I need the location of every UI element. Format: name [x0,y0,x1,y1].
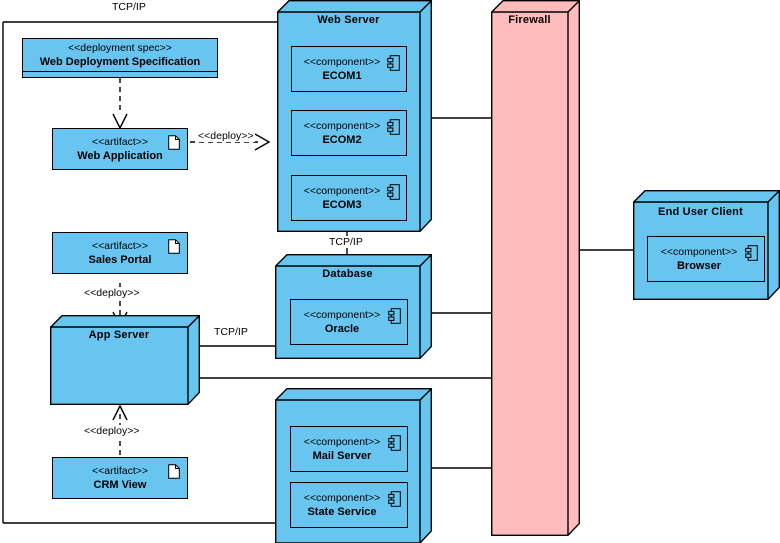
mail-server-name: Mail Server [312,449,372,462]
component-icon [388,435,401,451]
mail-server-stereotype: <<component>> [303,435,381,448]
ecom2-name: ECOM2 [322,133,362,146]
component-browser[interactable]: <<component>> Browser [647,236,765,282]
state-service-name: State Service [307,505,377,518]
oracle-stereotype: <<component>> [303,308,381,321]
sales-portal-stereotype: <<artifact>> [91,239,149,252]
edge-label-deploy-crmview: <<deploy>> [82,425,142,437]
component-icon [388,491,401,507]
crm-view-stereotype: <<artifact>> [91,464,149,477]
browser-stereotype: <<component>> [660,245,738,258]
deployment-spec-divider [23,71,217,72]
component-mail-server[interactable]: <<component>> Mail Server [290,426,408,472]
node-web-server[interactable]: Web Server <<component>> ECOM1 <<compone… [277,0,432,232]
node-app-server[interactable]: App Server [50,315,200,405]
ecom1-name: ECOM1 [322,69,362,82]
edge-label-tcpip-webserver-database: TCP/IP [327,236,365,248]
ecom3-name: ECOM3 [322,198,362,211]
ecom1-stereotype: <<component>> [303,55,381,68]
browser-name: Browser [676,259,722,272]
component-oracle[interactable]: <<component>> Oracle [290,299,408,345]
arrowhead-crmview-to-appserver [112,404,128,421]
component-icon [387,184,400,200]
document-icon [168,464,180,479]
edge-label-tcpip-appserver-database: TCP/IP [212,326,250,338]
document-icon [168,239,180,254]
component-ecom1[interactable]: <<component>> ECOM1 [291,46,407,92]
deployment-spec-name: Web Deployment Specification [39,56,201,68]
artifact-web-deployment-specification[interactable]: <<deployment spec>> Web Deployment Speci… [22,38,218,78]
component-icon [387,119,400,135]
web-application-stereotype: <<artifact>> [91,135,149,148]
web-application-name: Web Application [77,149,163,162]
node-database-title: Database [322,268,373,280]
artifact-web-application[interactable]: <<artifact>> Web Application [52,128,188,170]
node-services[interactable]: <<component>> Mail Server <<component>> … [275,388,432,543]
state-service-stereotype: <<component>> [303,491,381,504]
component-icon [387,55,400,71]
component-icon [745,245,758,261]
node-3d-shape [491,0,580,536]
arrowhead-spec-to-webapp [112,113,128,130]
artifact-sales-portal[interactable]: <<artifact>> Sales Portal [52,232,188,274]
node-firewall[interactable]: Firewall [491,0,580,543]
sales-portal-name: Sales Portal [88,253,152,266]
crm-view-name: CRM View [93,478,147,491]
component-icon [388,308,401,324]
node-end-user-client-title: End User Client [658,206,743,218]
ecom3-stereotype: <<component>> [303,184,381,197]
node-3d-shape [50,315,200,405]
node-web-server-title: Web Server [317,14,380,26]
node-database[interactable]: Database <<component>> Oracle [275,254,432,359]
artifact-crm-view[interactable]: <<artifact>> CRM View [52,457,188,499]
node-app-server-title: App Server [88,329,150,341]
edge-label-deploy-webapplication: <<deploy>> [196,130,256,142]
oracle-name: Oracle [324,322,360,335]
edge-label-deploy-salesportal: <<deploy>> [82,287,142,299]
edge-label-tcpip-top: TCP/IP [112,1,146,13]
component-ecom3[interactable]: <<component>> ECOM3 [291,175,407,221]
node-firewall-title: Firewall [508,14,551,26]
component-ecom2[interactable]: <<component>> ECOM2 [291,110,407,156]
component-state-service[interactable]: <<component>> State Service [290,482,408,528]
ecom2-stereotype: <<component>> [303,119,381,132]
deployment-spec-stereotype: <<deployment spec>> [68,42,172,54]
arrowhead-webapp-to-webserver [254,133,271,151]
node-end-user-client[interactable]: End User Client <<component>> Browser [633,190,780,300]
document-icon [168,135,180,150]
